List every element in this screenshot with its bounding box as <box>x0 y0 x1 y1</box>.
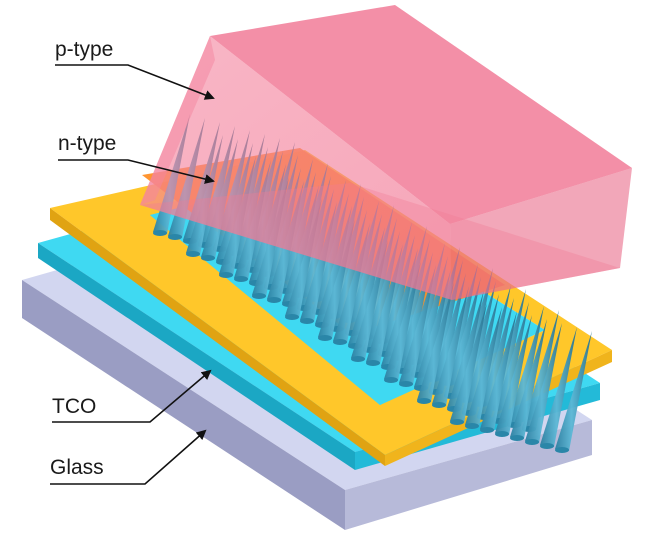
nanocone-base <box>219 272 233 278</box>
nanocone-base <box>153 230 167 236</box>
glass-front-face <box>22 280 345 530</box>
arrow-tco <box>52 369 212 423</box>
nanocone-base <box>540 443 554 449</box>
nanocone-base <box>318 335 332 341</box>
nanocone-base <box>234 276 248 282</box>
nanocone-rod <box>447 290 484 410</box>
nanocone-base <box>555 447 569 453</box>
nanocone-rod <box>432 286 469 406</box>
nanocone-base <box>495 431 509 437</box>
nanocone-base <box>300 318 314 324</box>
nanocone-base <box>252 293 266 299</box>
nanocone-base <box>384 377 398 383</box>
nanocone-rod <box>540 327 577 447</box>
nanocone-base <box>186 251 200 257</box>
label-tco-group: TCO <box>52 369 212 423</box>
nanocone-rod <box>465 307 502 427</box>
label-p-type: p-type <box>55 38 113 61</box>
label-n-type-group: n-type <box>58 132 215 184</box>
p-type-side-face <box>450 168 632 300</box>
nanocone-base <box>201 255 215 261</box>
nanocone-base <box>168 234 182 240</box>
nanocone-rod <box>417 282 454 402</box>
arrow-p-type <box>55 64 215 100</box>
tco-front-face <box>38 243 355 470</box>
nanocone-base <box>465 423 479 429</box>
arrow-glass <box>50 429 207 485</box>
label-p-type-group: p-type <box>55 38 215 100</box>
nanocone-rod <box>450 303 487 423</box>
nanocone-base <box>525 439 539 445</box>
nanocone-base <box>399 381 413 387</box>
p-type-top-face <box>210 5 632 224</box>
nanocone-rod <box>525 323 562 443</box>
nanocone-base <box>510 435 524 441</box>
p-type-bottom-face <box>140 183 620 300</box>
label-tco: TCO <box>52 395 96 418</box>
nanocone-rod <box>414 269 451 389</box>
nanocone-base <box>285 314 299 320</box>
nanocone-rod <box>384 261 421 381</box>
nanocone-base <box>432 402 446 408</box>
nanocone-base <box>333 339 347 345</box>
nanocone-rod <box>480 311 517 431</box>
nanocone-base <box>450 419 464 425</box>
p-type-front-face <box>140 36 452 300</box>
label-n-type: n-type <box>58 132 116 155</box>
nanocone-rod <box>555 331 592 451</box>
nanocone-base <box>366 360 380 366</box>
nanocone-base <box>417 398 431 404</box>
nanocone-rod <box>510 319 547 439</box>
nanocone-base <box>267 297 281 303</box>
nanocone-base <box>480 427 494 433</box>
nanocone-base <box>351 356 365 362</box>
arrow-n-type <box>58 159 215 184</box>
glass-side-face <box>345 420 592 530</box>
nanocone-rod <box>399 265 436 385</box>
label-glass-group: Glass <box>50 429 207 485</box>
label-glass: Glass <box>50 456 104 479</box>
nanocone-rod <box>495 315 532 435</box>
frame-front-face <box>50 208 385 466</box>
p-type-left-face <box>140 36 215 205</box>
p-type-block <box>140 5 632 300</box>
